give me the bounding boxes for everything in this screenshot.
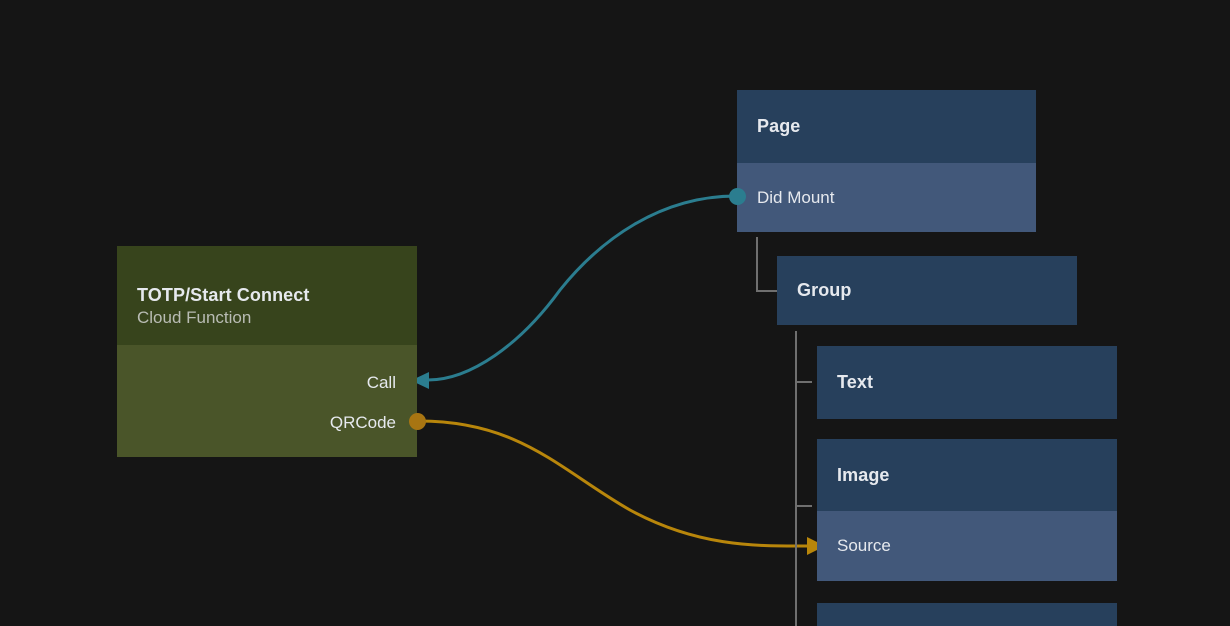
port-row-source[interactable]: Source (817, 511, 1117, 581)
node-header: Text (817, 346, 1117, 419)
node-title: Image (837, 464, 890, 485)
node-title: Text (837, 372, 874, 393)
port-label-qrcode: QRCode (329, 413, 396, 432)
node-header (817, 603, 1117, 626)
port-label-call: Call (366, 373, 396, 392)
node-text[interactable]: Text (817, 346, 1117, 419)
node-title: TOTP/Start Connect (137, 285, 310, 306)
node-title: Page (757, 116, 801, 137)
port-label-source: Source (837, 536, 891, 555)
node-subtitle: Cloud Function (137, 307, 252, 327)
port-dot-did-mount[interactable] (729, 188, 746, 205)
node-header: Image (817, 439, 1117, 511)
edge-qrcode-to-source (417, 419, 810, 548)
tree-connector-page-group (756, 237, 777, 292)
node-header: Page (737, 90, 1036, 163)
node-page[interactable]: Page Did Mount (737, 90, 1036, 232)
node-group[interactable]: Group (777, 256, 1077, 325)
node-header: Group (777, 256, 1077, 325)
node-ports: Call QRCode (117, 345, 417, 457)
node-image[interactable]: Image Source (817, 439, 1117, 581)
port-label-did-mount: Did Mount (757, 187, 835, 207)
node-partial-offscreen[interactable] (817, 603, 1117, 626)
port-row-did-mount[interactable]: Did Mount (737, 163, 1036, 232)
node-header: TOTP/Start Connect Cloud Function (117, 246, 417, 345)
node-cloud-function[interactable]: TOTP/Start Connect Cloud Function Call Q… (117, 246, 417, 457)
port-row-call[interactable]: Call (117, 363, 417, 403)
edge-did-mount-to-call (426, 194, 738, 382)
port-dot-qrcode[interactable] (409, 413, 426, 430)
port-row-qrcode[interactable]: QRCode (117, 403, 417, 443)
node-title: Group (797, 280, 852, 301)
